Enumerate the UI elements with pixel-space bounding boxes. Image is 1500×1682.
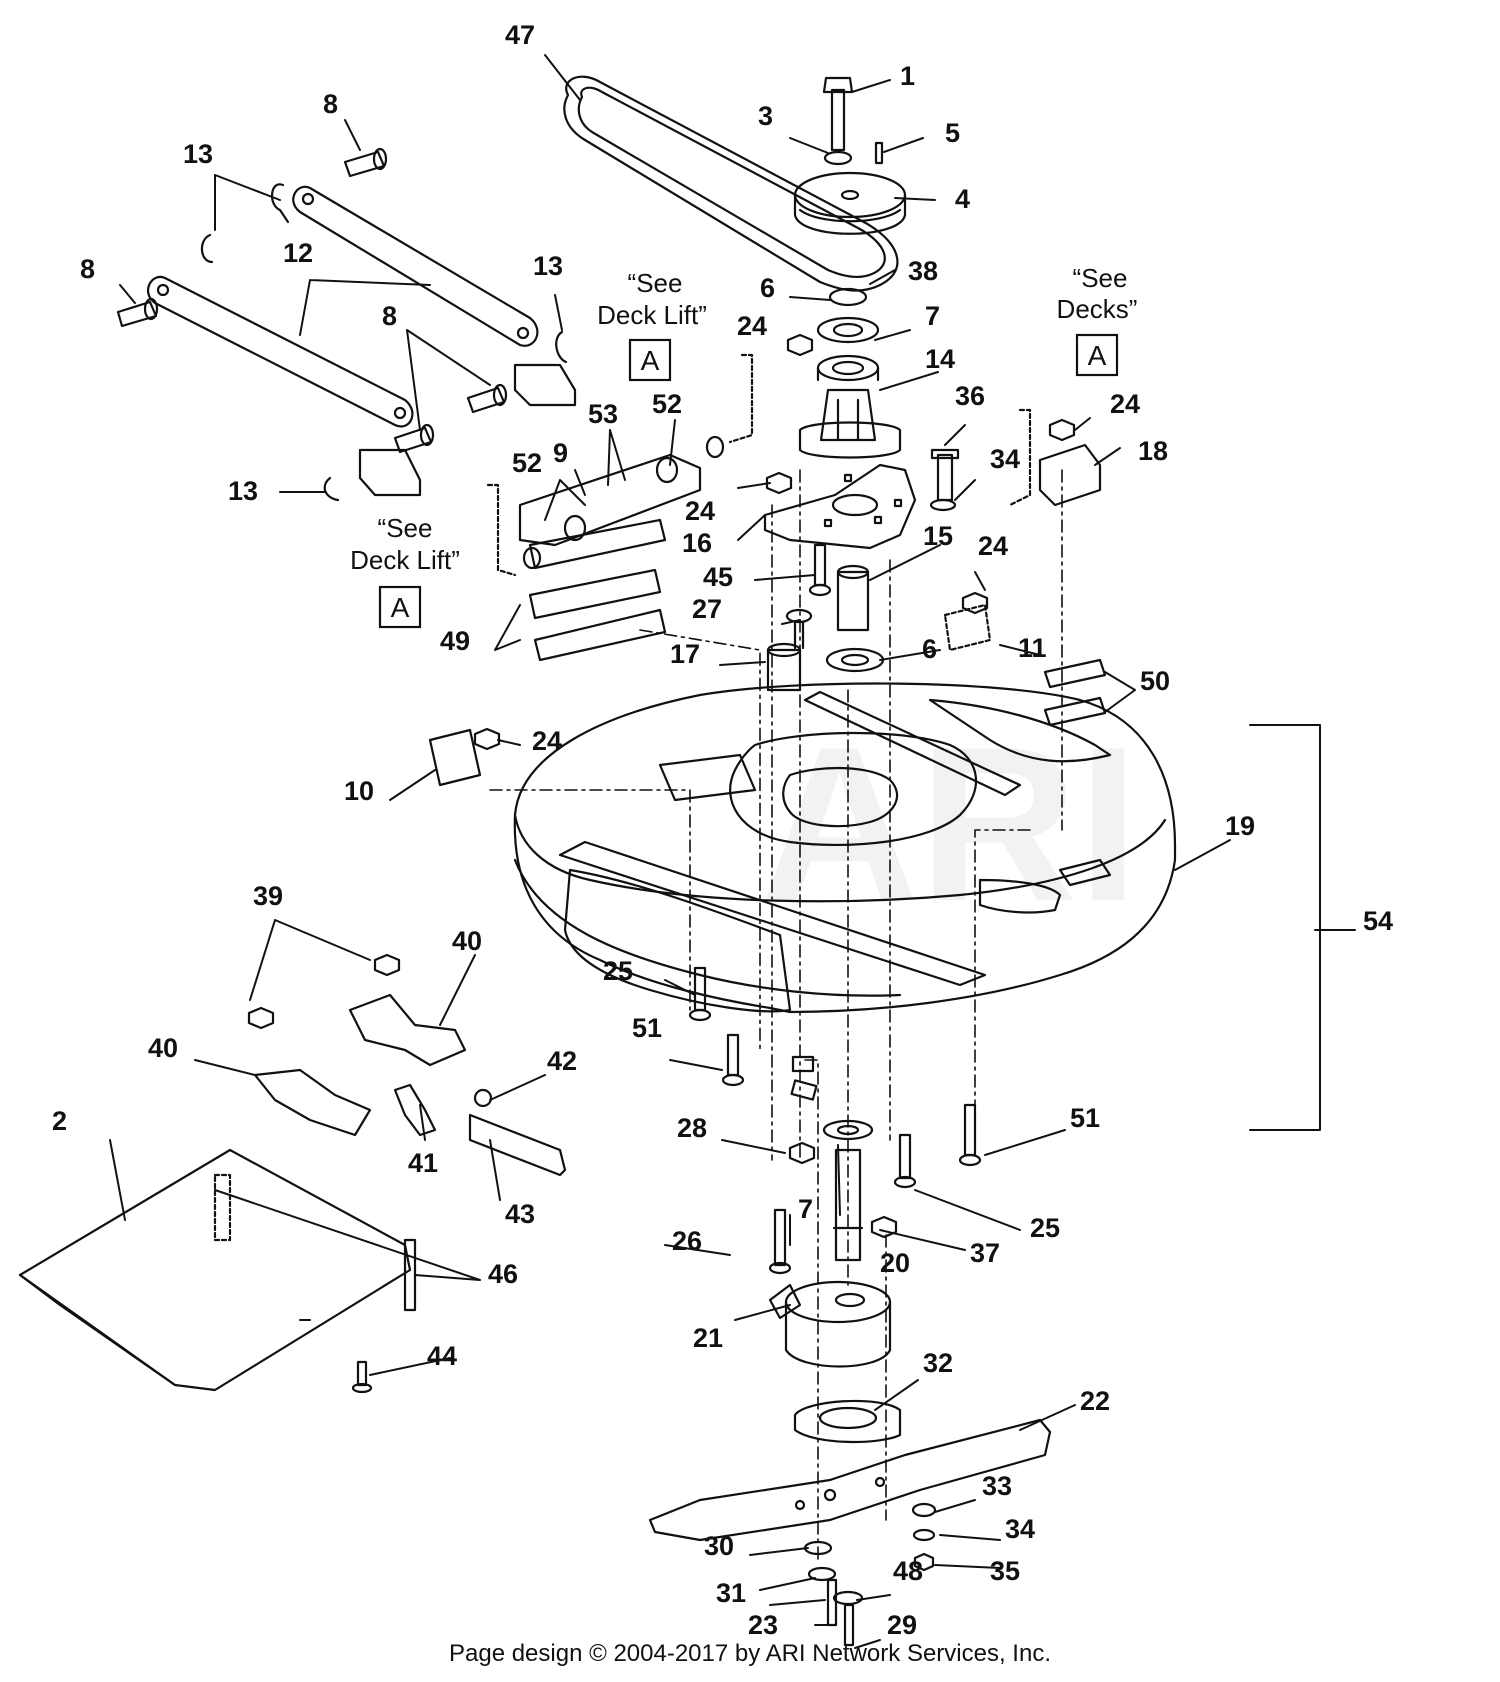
part-label: 13 bbox=[228, 476, 258, 506]
part-label: 8 bbox=[80, 254, 95, 284]
part-label: 26 bbox=[672, 1226, 702, 1256]
page-footer: Page design © 2004-2017 by ARI Network S… bbox=[448, 1640, 1051, 1667]
part-label: 13 bbox=[533, 251, 563, 281]
part-label: 51 bbox=[632, 1013, 662, 1043]
blade-adapter bbox=[768, 1280, 902, 1444]
lift-rods bbox=[486, 353, 1032, 577]
part-label: 27 bbox=[692, 594, 722, 624]
part-label: 38 bbox=[908, 256, 938, 286]
part-label: 12 bbox=[283, 238, 313, 268]
deck-housing bbox=[513, 682, 1177, 1101]
part-label: 48 bbox=[893, 1556, 923, 1586]
note-2-line2: Decks” bbox=[1057, 294, 1138, 324]
part-label: 8 bbox=[382, 301, 397, 331]
part-label: 16 bbox=[682, 528, 712, 558]
note-3-line1: “See bbox=[378, 513, 433, 543]
note-2-line1: “See bbox=[1073, 263, 1128, 293]
part-label: 44 bbox=[427, 1341, 457, 1371]
part-label: 3 bbox=[758, 101, 773, 131]
part-label: 54 bbox=[1363, 906, 1393, 936]
part-label: 8 bbox=[323, 89, 338, 119]
part-label: 24 bbox=[978, 531, 1008, 561]
part-label: 47 bbox=[505, 20, 535, 50]
part-labels: 1 3 5 4 47 8 13 12 8 13 8 13 6 38 7 24 1… bbox=[52, 20, 1393, 1640]
part-label: 45 bbox=[703, 562, 733, 592]
blade bbox=[648, 1418, 1052, 1542]
part-label: 32 bbox=[923, 1348, 953, 1378]
part-label: 13 bbox=[183, 139, 213, 169]
part-label: 9 bbox=[553, 438, 568, 468]
part-label: 33 bbox=[982, 1471, 1012, 1501]
part-label: 24 bbox=[532, 726, 562, 756]
part-label: 30 bbox=[704, 1531, 734, 1561]
pulley bbox=[793, 76, 907, 235]
part-label: 19 bbox=[1225, 811, 1255, 841]
part-label: 25 bbox=[603, 956, 633, 986]
part-label: 7 bbox=[798, 1194, 813, 1224]
part-label: 24 bbox=[685, 496, 715, 526]
part-label: 31 bbox=[716, 1578, 746, 1608]
part-label: 2 bbox=[52, 1106, 67, 1136]
part-label: 29 bbox=[887, 1610, 917, 1640]
note-3-line2: Deck Lift” bbox=[350, 545, 460, 575]
part-label: 43 bbox=[505, 1199, 535, 1229]
leader-lines bbox=[109, 54, 1356, 1649]
part-label: 41 bbox=[408, 1148, 438, 1178]
part-label: 22 bbox=[1080, 1386, 1110, 1416]
bracket-assembly bbox=[518, 435, 725, 662]
part-label: 15 bbox=[923, 521, 953, 551]
part-label: 17 bbox=[670, 639, 700, 669]
discharge-chute bbox=[18, 993, 567, 1392]
part-label: 40 bbox=[452, 926, 482, 956]
part-label: 39 bbox=[253, 881, 283, 911]
part-label: 11 bbox=[1018, 633, 1047, 663]
part-label: 52 bbox=[652, 389, 682, 419]
notes: “See Deck Lift” A “See Decks” A “See Dec… bbox=[350, 263, 1137, 623]
part-label: 10 bbox=[344, 776, 374, 806]
part-label: 42 bbox=[547, 1046, 577, 1076]
part-label: 14 bbox=[925, 344, 955, 374]
part-label: 34 bbox=[990, 444, 1020, 474]
part-label: 34 bbox=[1005, 1514, 1035, 1544]
alignment-lines bbox=[489, 469, 1063, 1561]
part-label: 24 bbox=[737, 311, 767, 341]
part-label: 28 bbox=[677, 1113, 707, 1143]
part-label: 1 bbox=[900, 61, 915, 91]
part-label: 36 bbox=[955, 381, 985, 411]
part-label: 20 bbox=[880, 1248, 910, 1278]
part-label: 35 bbox=[990, 1556, 1020, 1586]
part-label: 51 bbox=[1070, 1103, 1100, 1133]
part-label: 53 bbox=[588, 399, 618, 429]
part-label: 23 bbox=[748, 1610, 778, 1640]
part-label: 21 bbox=[693, 1323, 723, 1353]
note-1-ref: A bbox=[641, 345, 660, 376]
part-label: 24 bbox=[1110, 389, 1140, 419]
spindle-housing bbox=[798, 287, 902, 459]
part-label: 52 bbox=[512, 448, 542, 478]
note-2-ref: A bbox=[1088, 340, 1107, 371]
part-label: 6 bbox=[922, 634, 937, 664]
note-1-line1: “See bbox=[628, 268, 683, 298]
lift-links bbox=[116, 147, 577, 502]
part-label: 46 bbox=[488, 1259, 518, 1289]
drive-belt bbox=[563, 75, 899, 292]
note-1-line2: Deck Lift” bbox=[597, 300, 707, 330]
part-label: 25 bbox=[1030, 1213, 1060, 1243]
part-label: 37 bbox=[970, 1238, 1000, 1268]
part-label: 4 bbox=[955, 184, 970, 214]
watermark: ARI bbox=[760, 701, 1139, 947]
part-label: 50 bbox=[1140, 666, 1170, 696]
part-label: 7 bbox=[925, 301, 940, 331]
part-label: 5 bbox=[945, 118, 960, 148]
part-label: 18 bbox=[1138, 436, 1168, 466]
part-label: 6 bbox=[760, 273, 775, 303]
note-boxes bbox=[378, 333, 1119, 629]
note-3-ref: A bbox=[391, 592, 410, 623]
part-label: 49 bbox=[440, 626, 470, 656]
mounting-plate bbox=[763, 463, 917, 550]
part-label: 40 bbox=[148, 1033, 178, 1063]
fasteners bbox=[247, 333, 1076, 1394]
